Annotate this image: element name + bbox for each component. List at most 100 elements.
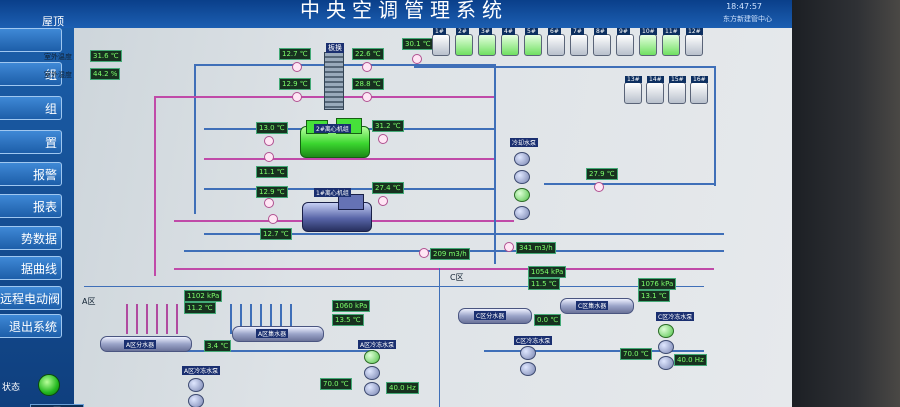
cooling-tower-number: 9# [617, 28, 630, 35]
pipe [194, 64, 196, 214]
zone-c-pump-group-label: C区冷冻水泵 [514, 336, 553, 345]
gauge-icon [264, 198, 274, 208]
zone-c-distributor-label: C区分水器 [474, 311, 507, 320]
gauge-icon [362, 92, 372, 102]
chiller-1[interactable] [298, 192, 374, 238]
cooling-pump-2[interactable] [514, 170, 530, 184]
cooling-tower-icon [432, 34, 450, 56]
zone-c-pump-5[interactable] [658, 356, 674, 370]
pipe [204, 158, 494, 160]
cooling-pump-1[interactable] [514, 152, 530, 166]
nav-item-remote-valve[interactable]: 远程电动阀 [0, 286, 62, 310]
cooling-tower-icon [624, 82, 642, 104]
nav-item-settings[interactable]: 置 [0, 130, 62, 154]
gauge-icon [264, 136, 274, 146]
cooling-tower[interactable]: 4# [499, 28, 519, 56]
zone-c-temp-2: 13.1 ℃ [638, 290, 670, 302]
gauge-icon [264, 152, 274, 162]
nav-item-3[interactable]: 组 [0, 96, 62, 120]
zone-c-label: C区 [450, 273, 464, 282]
cooling-tower-icon [455, 34, 473, 56]
zone-a-risers [126, 304, 186, 334]
pipe [154, 96, 156, 276]
zone-c-value-c: 40.0 Hz [674, 354, 707, 366]
cooling-tower[interactable]: 2# [453, 28, 473, 56]
user-value: 无 [30, 404, 84, 407]
cooling-tower-number: 11# [663, 28, 680, 35]
cooling-pump-4[interactable] [514, 206, 530, 220]
monitor-bezel [792, 0, 900, 407]
area-title: 屋顶 [42, 15, 64, 28]
cooling-pump-3[interactable] [514, 188, 530, 202]
chiller1-in-temp: 12.9 ℃ [256, 186, 288, 198]
scada-screen: 中央空调管理系统 屋顶 18:47:57 东方新建管中心 组 组 置 报警 报表… [0, 0, 792, 407]
nav-item-1[interactable] [0, 28, 62, 52]
cooling-tower[interactable]: 1# [430, 28, 450, 56]
zone-a-pump-4[interactable] [364, 366, 380, 380]
title-bar: 中央空调管理系统 屋顶 18:47:57 东方新建管中心 [0, 0, 792, 28]
cooling-tower[interactable]: 12# [683, 28, 703, 56]
pipe [484, 350, 704, 352]
top-reading-3: 12.9 ℃ [279, 78, 311, 90]
cooling-tower-icon [668, 82, 686, 104]
zone-c-collector-label: C区集水器 [576, 301, 609, 310]
zone-c-value-a: 0.0 ℃ [534, 314, 562, 326]
zone-c-pump-1[interactable] [520, 346, 536, 360]
cooling-tower[interactable]: 10# [637, 28, 657, 56]
cooling-tower-number: 1# [433, 28, 446, 35]
zone-c-pump-4[interactable] [658, 340, 674, 354]
cooling-tower-number: 6# [548, 28, 561, 35]
nav-item-data-curve[interactable]: 据曲线 [0, 256, 62, 280]
pipe [194, 64, 494, 66]
pipe [414, 66, 714, 68]
cooling-tower[interactable]: 5# [522, 28, 542, 56]
gauge-icon [419, 248, 429, 258]
chiller1-label: 1#离心机组 [314, 188, 351, 197]
nav-item-exit[interactable]: 退出系统 [0, 314, 62, 338]
chiller1-out-temp: 12.7 ℃ [260, 228, 292, 240]
zone-a-temp-1: 11.2 ℃ [184, 302, 216, 314]
cooling-tower[interactable]: 14# [644, 76, 664, 104]
cooling-tower-number: 8# [594, 28, 607, 35]
cooling-tower-number: 15# [669, 76, 686, 83]
outdoor-temp-label: 室外温度 [44, 53, 72, 61]
zone-a-pump-group-label: A区冷冻水泵 [182, 366, 221, 375]
cooling-tower[interactable]: 3# [476, 28, 496, 56]
cooling-pump-label: 冷却水泵 [510, 138, 539, 147]
cooling-tower[interactable]: 6# [545, 28, 565, 56]
cooling-tower-icon [570, 34, 588, 56]
zone-c-pump2-group-label: C区冷冻水泵 [656, 312, 695, 321]
top-reading-4: 28.8 ℃ [352, 78, 384, 90]
zone-a-pump-1[interactable] [188, 378, 204, 392]
chiller1-cond-temp: 27.4 ℃ [372, 182, 404, 194]
gauge-icon [268, 214, 278, 224]
cooling-tower-icon [478, 34, 496, 56]
cooling-tower[interactable]: 16# [688, 76, 708, 104]
cooling-tower-icon [646, 82, 664, 104]
cooling-tower-number: 7# [571, 28, 584, 35]
nav-item-report[interactable]: 报表 [0, 194, 62, 218]
cooling-tower[interactable]: 13# [622, 76, 642, 104]
cooling-tower[interactable]: 7# [568, 28, 588, 56]
nav-item-2[interactable]: 组 [0, 62, 62, 86]
nav-item-alarm[interactable]: 报警 [0, 162, 62, 186]
zone-c-pump-2[interactable] [520, 362, 536, 376]
cooling-tower[interactable]: 9# [614, 28, 634, 56]
outdoor-humidity-label: 室外湿度 [44, 71, 72, 79]
zone-a-pump-3[interactable] [364, 350, 380, 364]
zone-a-pump-5[interactable] [364, 382, 380, 396]
cooling-tower-number: 10# [640, 28, 657, 35]
cooling-tower-icon [547, 34, 565, 56]
cooling-tower-icon [616, 34, 634, 56]
cooling-tower[interactable]: 15# [666, 76, 686, 104]
organization-label: 东方新建管中心 [723, 15, 772, 23]
nav-item-trend-data[interactable]: 势数据 [0, 226, 62, 250]
cooling-tower-number: 4# [502, 28, 515, 35]
pipe [114, 350, 374, 352]
zone-a-pump-2[interactable] [188, 394, 204, 407]
cooling-tower[interactable]: 11# [660, 28, 680, 56]
cooling-tower-icon [524, 34, 542, 56]
cooling-tower[interactable]: 8# [591, 28, 611, 56]
zone-c-pump-3[interactable] [658, 324, 674, 338]
